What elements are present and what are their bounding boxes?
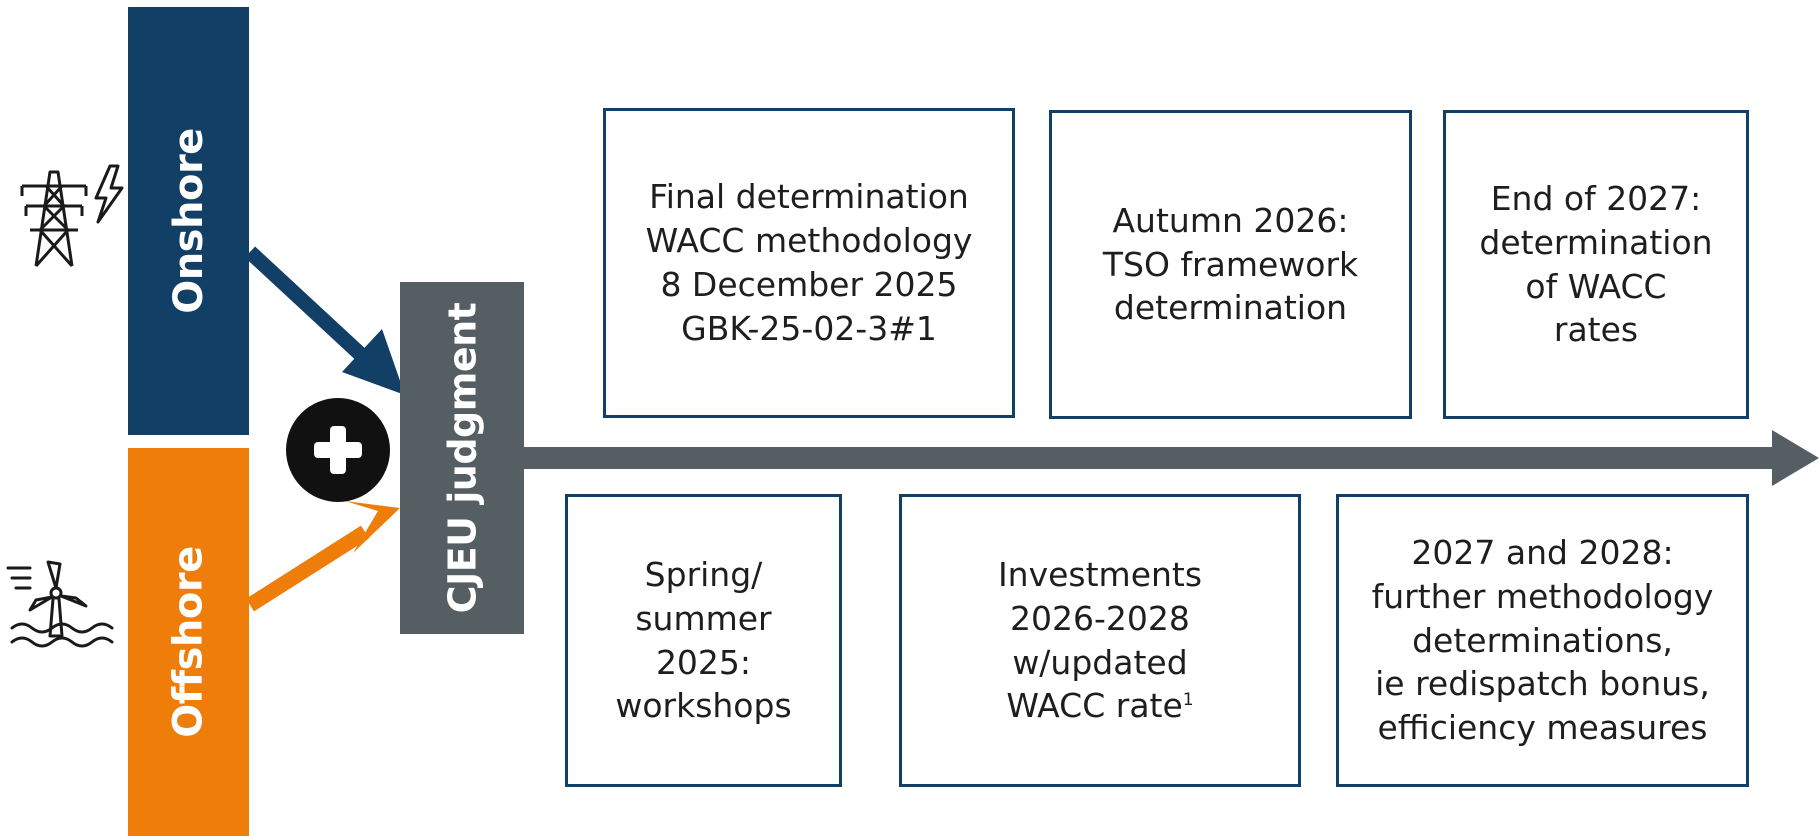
milestone-text: Investments 2026-2028 w/updated WACC rat… (997, 554, 1203, 726)
milestone-box-top-3: End of 2027: determination of WACC rates (1443, 110, 1749, 419)
offshore-band: Offshore (128, 448, 249, 836)
milestone-box-top-1: Final determination WACC methodology 8 D… (603, 108, 1015, 418)
milestone-box-bottom-2: Investments 2026-2028 w/updated WACC rat… (899, 494, 1301, 787)
milestone-text: End of 2027: determination of WACC rates (1479, 178, 1713, 350)
offshore-arrow (245, 501, 400, 612)
onshore-arrow (244, 246, 405, 395)
milestone-box-bottom-3: 2027 and 2028: further methodology deter… (1336, 494, 1749, 787)
cjeu-judgment-band: CJEU judgment (400, 282, 524, 634)
footnote-marker: 1 (1182, 690, 1194, 711)
milestone-box-bottom-1: Spring/ summer 2025: workshops (565, 494, 842, 787)
onshore-band: Onshore (128, 7, 249, 435)
milestone-text: Autumn 2026: TSO framework determination (1102, 200, 1359, 328)
milestone-text: Final determination WACC methodology 8 D… (645, 177, 973, 348)
milestone-text: Spring/ summer 2025: workshops (615, 554, 792, 726)
plus-icon (286, 398, 390, 502)
milestone-box-top-2: Autumn 2026: TSO framework determination (1049, 110, 1412, 419)
milestone-text: 2027 and 2028: further methodology deter… (1371, 532, 1714, 748)
